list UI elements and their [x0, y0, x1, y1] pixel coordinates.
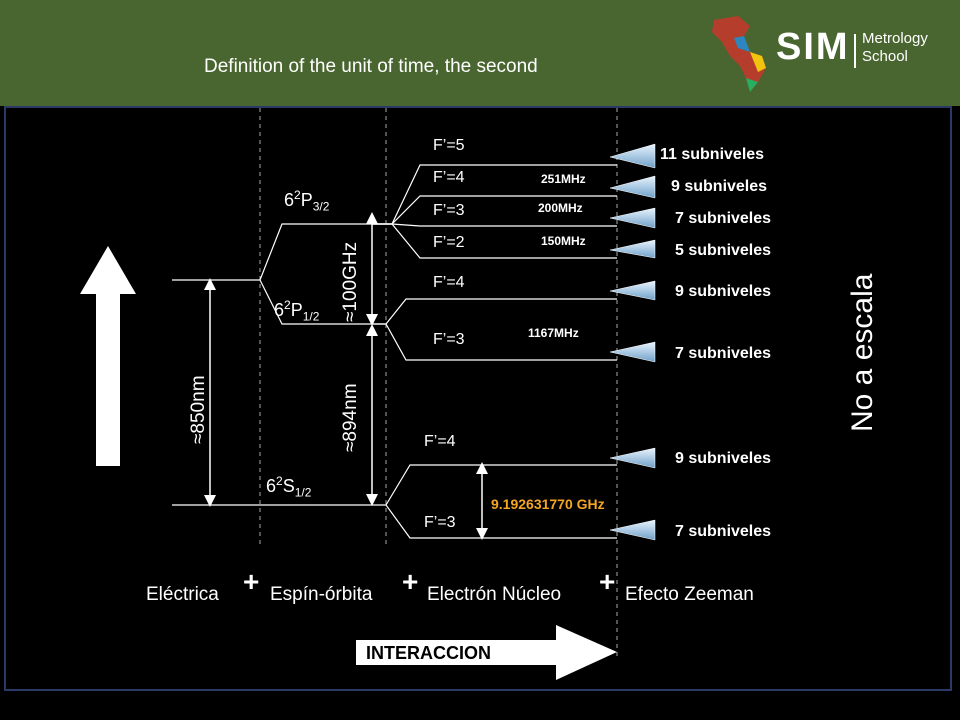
splitting-label: 150MHz	[541, 234, 586, 248]
sublevel-count: 5 subniveles	[675, 242, 772, 259]
sublevel-count: 7 subniveles	[675, 345, 772, 362]
page-title: Definition of the unit of time, the seco…	[204, 56, 538, 77]
f-label: F’=3	[424, 514, 456, 531]
f-label: F’=3	[433, 331, 465, 348]
splitting-label: 1167MHz	[528, 326, 579, 340]
logo-line1: Metrology	[862, 30, 928, 47]
dashed-guides	[259, 108, 618, 660]
logo-line2: School	[862, 48, 908, 65]
level-p32: 62P3/2	[284, 188, 330, 214]
zeeman-sublevels	[609, 143, 656, 541]
f-label: F’=3	[433, 202, 465, 219]
plus-sign: +	[402, 566, 419, 597]
sim-logo: SIM Metrology School	[704, 12, 944, 96]
sublevel-count: 11 subniveles	[660, 146, 765, 163]
f-label: F’=2	[433, 234, 465, 251]
splitting-label: 200MHz	[538, 201, 583, 215]
d2-wavelength-label: ≈850nm	[188, 375, 209, 444]
content-frame	[4, 106, 952, 691]
interaction-zeeman: Efecto Zeeman	[625, 584, 754, 605]
plus-sign: +	[243, 566, 260, 597]
sublevel-count: 7 subniveles	[675, 523, 772, 540]
energy-arrow-icon	[80, 246, 136, 466]
fine-gap-label: ≈100GHz	[340, 241, 361, 322]
plus-sign: +	[599, 566, 616, 597]
interaction-electric: Eléctrica	[146, 584, 219, 605]
f-label: F’=4	[433, 169, 465, 186]
sublevel-count: 7 subniveles	[675, 210, 772, 227]
f-label: F’=5	[433, 137, 465, 154]
gap-arrows	[204, 212, 488, 540]
header-bar: Definition of the unit of time, the seco…	[0, 0, 960, 106]
americas-map-icon	[712, 16, 766, 92]
logo-divider	[854, 34, 856, 68]
splitting-label: 251MHz	[541, 172, 586, 186]
interaction-spin-orbit: Espín-órbita	[270, 584, 373, 605]
f-label: F’=4	[424, 433, 456, 450]
interaction-axis-label: INTERACCION	[366, 643, 491, 663]
energy-axis-label: ENERGIA	[96, 384, 115, 462]
level-p12: 62P1/2	[274, 298, 320, 324]
d1-wavelength-label: ≈894nm	[340, 383, 361, 452]
ground-splitting-label: 9.192631770 GHz	[491, 496, 605, 512]
sublevel-count: 9 subniveles	[675, 450, 772, 467]
level-lines	[172, 164, 617, 539]
sublevel-count: 9 subniveles	[671, 178, 768, 195]
scale-note: No a escala	[846, 273, 879, 432]
f-label: F’=4	[433, 274, 465, 291]
interaction-electron-nucleus: Electrón Núcleo	[427, 584, 562, 605]
logo-brand: SIM	[776, 26, 850, 68]
level-s12: 62S1/2	[266, 474, 312, 500]
interaction-arrow-icon	[356, 625, 617, 680]
sublevel-count: 9 subniveles	[675, 283, 772, 300]
